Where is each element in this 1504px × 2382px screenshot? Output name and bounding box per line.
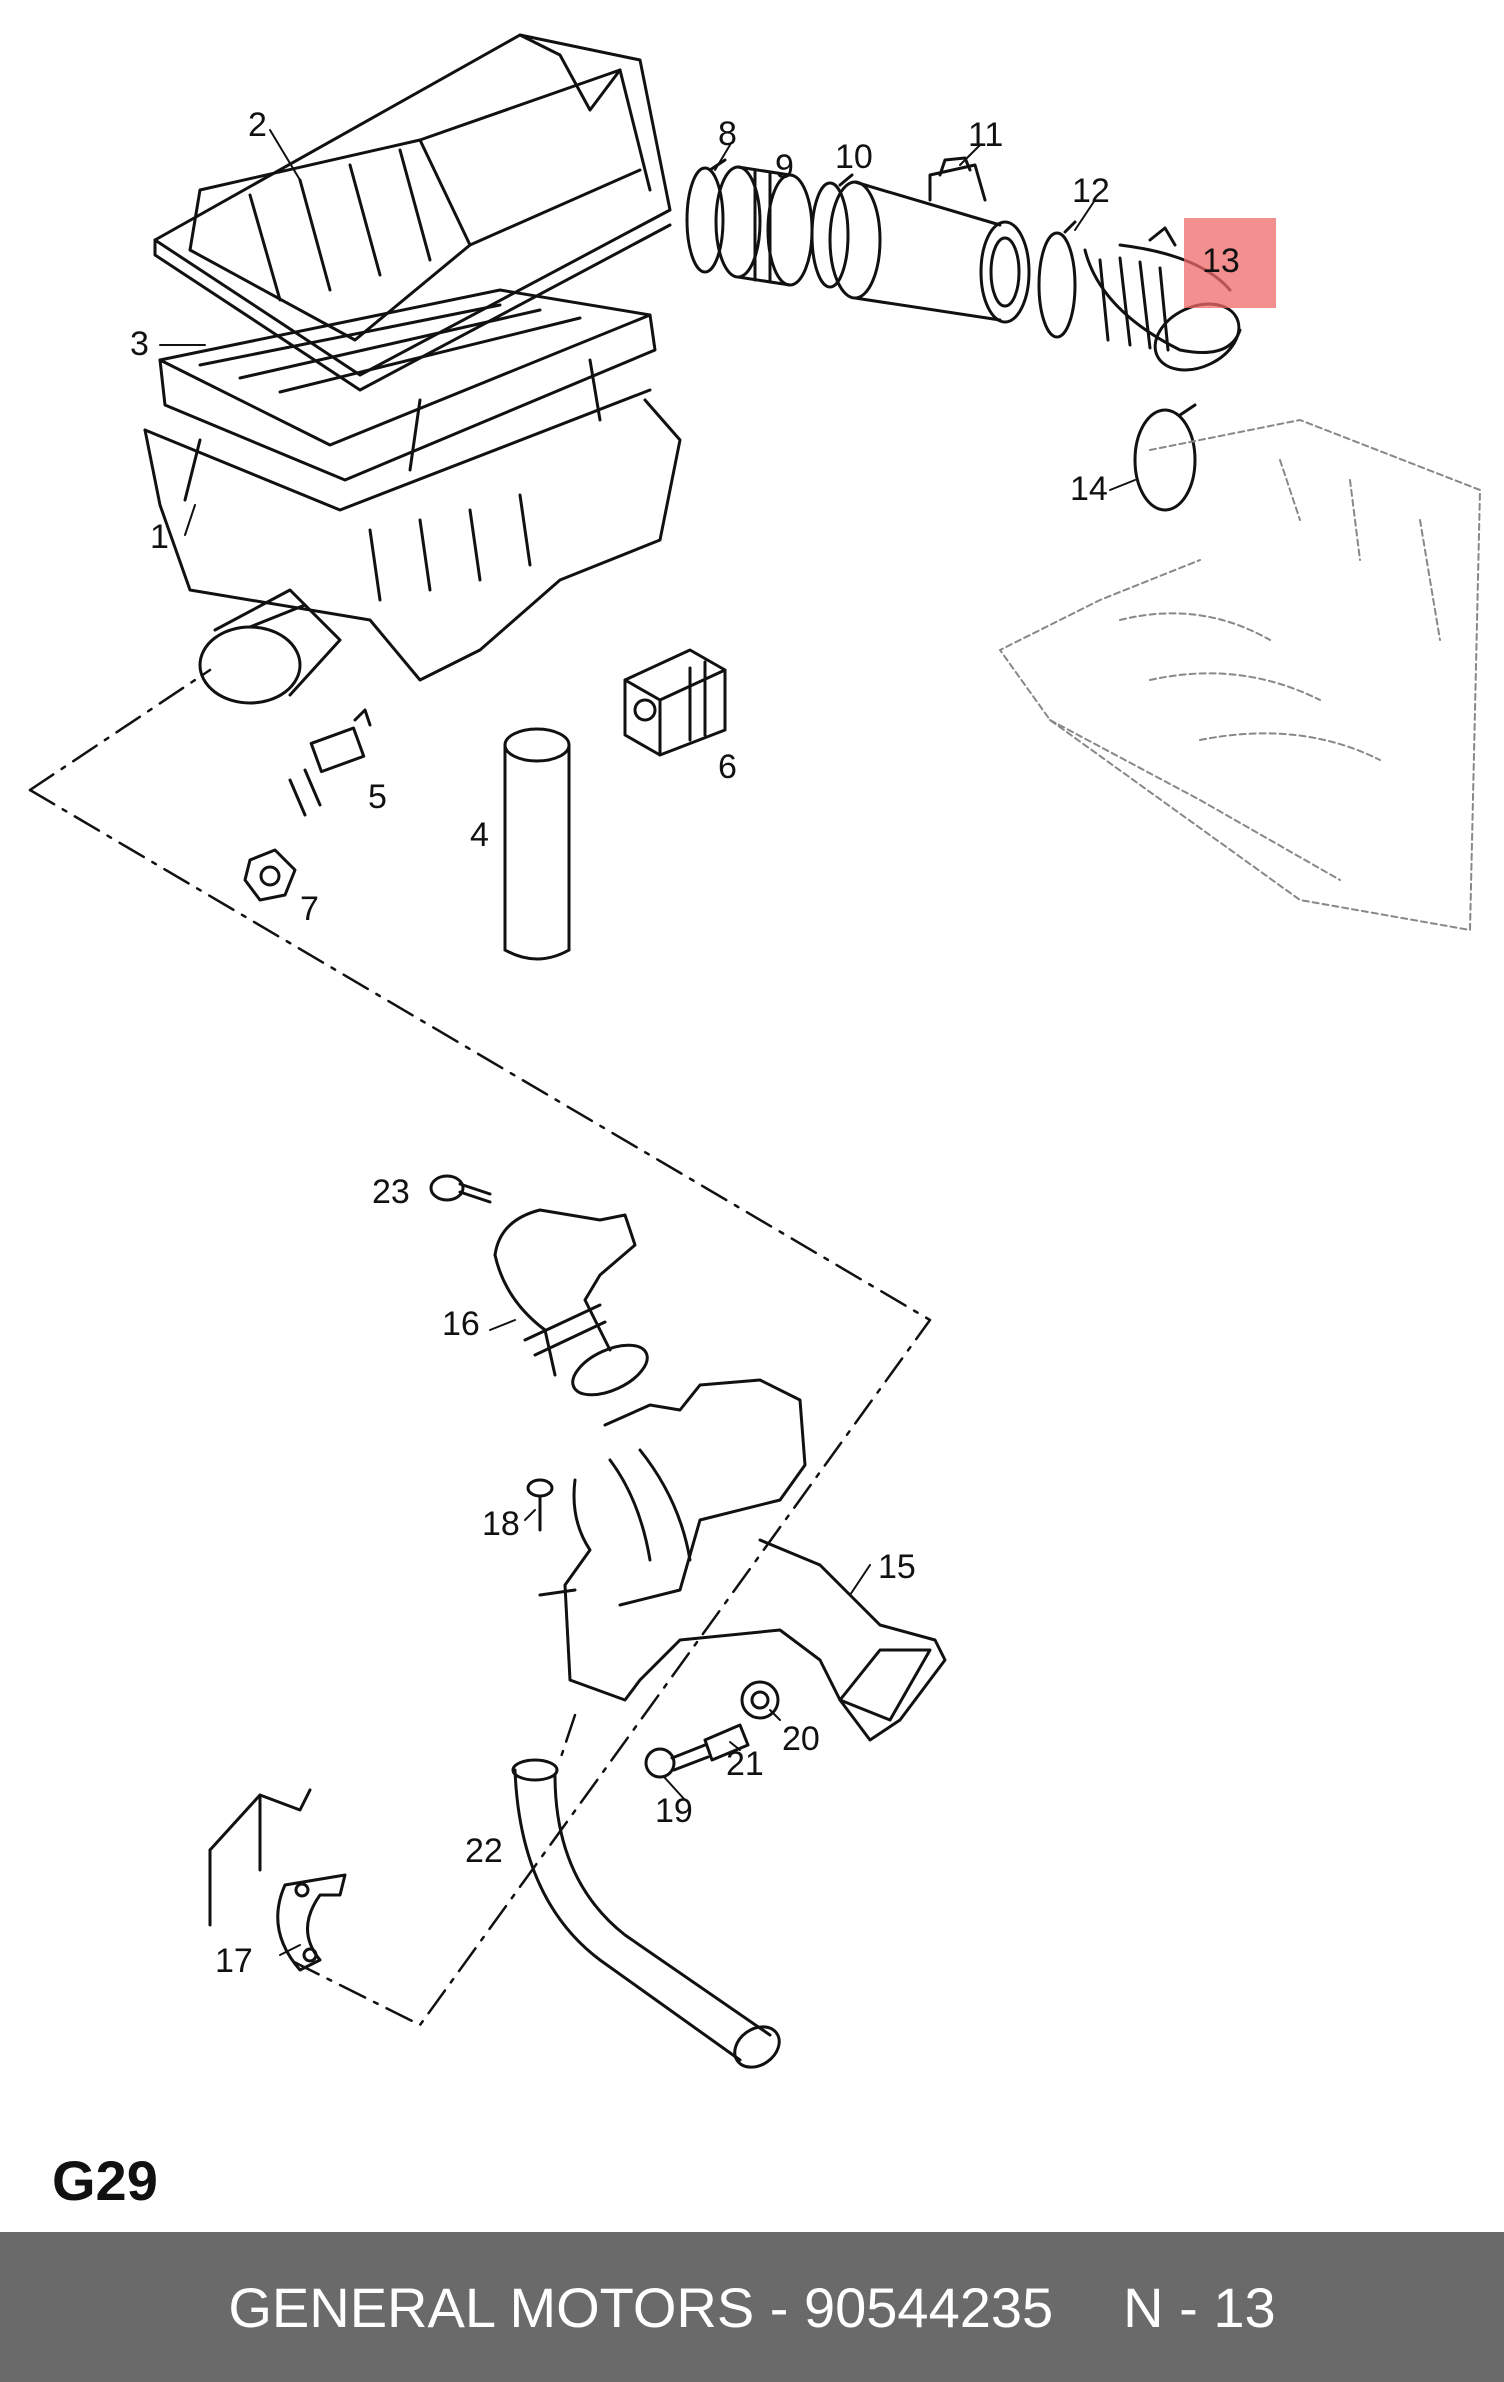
parts-diagram: 1 2 3 4 5 6 7 8 9 10 11 12 13 14 15 16 1… (28, 33, 1481, 2069)
callout-3: 3 (130, 325, 149, 363)
footer-ref: N - 13 (1123, 2275, 1276, 2339)
intake-duct-15 (538, 1378, 947, 1742)
callout-14: 14 (1070, 470, 1108, 508)
footer-brand: GENERAL MOTORS (228, 2275, 755, 2339)
callout-13: 13 (1202, 242, 1240, 280)
callout-17: 17 (215, 1942, 253, 1980)
boundary-line (28, 668, 932, 2027)
callout-19: 19 (655, 1792, 693, 1830)
callout-8: 8 (718, 115, 737, 153)
callout-18: 18 (482, 1505, 520, 1543)
callout-12: 12 (1072, 172, 1110, 210)
callout-21: 21 (726, 1745, 764, 1783)
engine-block-background (999, 419, 1481, 931)
spacer-21 (703, 1723, 750, 1762)
air-cleaner-cover (153, 33, 672, 392)
callout-6: 6 (718, 748, 737, 786)
callout-2: 2 (248, 106, 267, 144)
bush-20 (740, 1680, 780, 1720)
callout-11: 11 (968, 116, 1003, 154)
curved-pipe-22 (511, 1758, 781, 2069)
intake-sleeve-9 (714, 165, 814, 287)
page-code: G29 (52, 2149, 158, 2212)
rubber-mount (623, 648, 727, 757)
hose-clamp-10 (810, 173, 854, 289)
callout-23: 23 (372, 1173, 410, 1211)
callout-9: 9 (775, 148, 794, 186)
bent-hose-16 (493, 1208, 649, 1397)
callout-15: 15 (878, 1548, 916, 1586)
bolt-23 (429, 1174, 492, 1204)
air-filter-element (158, 288, 657, 482)
tube-part (503, 727, 571, 961)
callout-10: 10 (835, 138, 873, 176)
screw-18 (526, 1478, 554, 1532)
highlight-box (1184, 218, 1276, 308)
footer-part-number: 90544235 (803, 2275, 1054, 2339)
air-cleaner-housing (143, 358, 682, 705)
callout-labels: 1 2 3 4 5 6 7 8 9 10 11 12 13 14 15 16 1… (130, 106, 1240, 1980)
callout-20: 20 (782, 1720, 820, 1758)
hose-clamp-14 (1133, 403, 1197, 512)
callout-4: 4 (470, 816, 489, 854)
callout-16: 16 (442, 1305, 480, 1343)
sensor-part (288, 708, 372, 817)
hose-clamp-12 (1037, 220, 1077, 339)
callout-1: 1 (150, 518, 169, 556)
air-flow-meter (828, 156, 1031, 324)
leader-lines (159, 129, 1136, 1956)
callout-7: 7 (300, 890, 319, 928)
callout-22: 22 (465, 1832, 503, 1870)
footer-separator: - (754, 2275, 804, 2339)
bracket-17 (208, 1788, 347, 1972)
bolt-19 (644, 1743, 710, 1779)
callout-5: 5 (368, 778, 387, 816)
footer-bar: GENERAL MOTORS - 90544235 N - 13 (0, 2232, 1504, 2382)
nut-part (243, 848, 297, 902)
